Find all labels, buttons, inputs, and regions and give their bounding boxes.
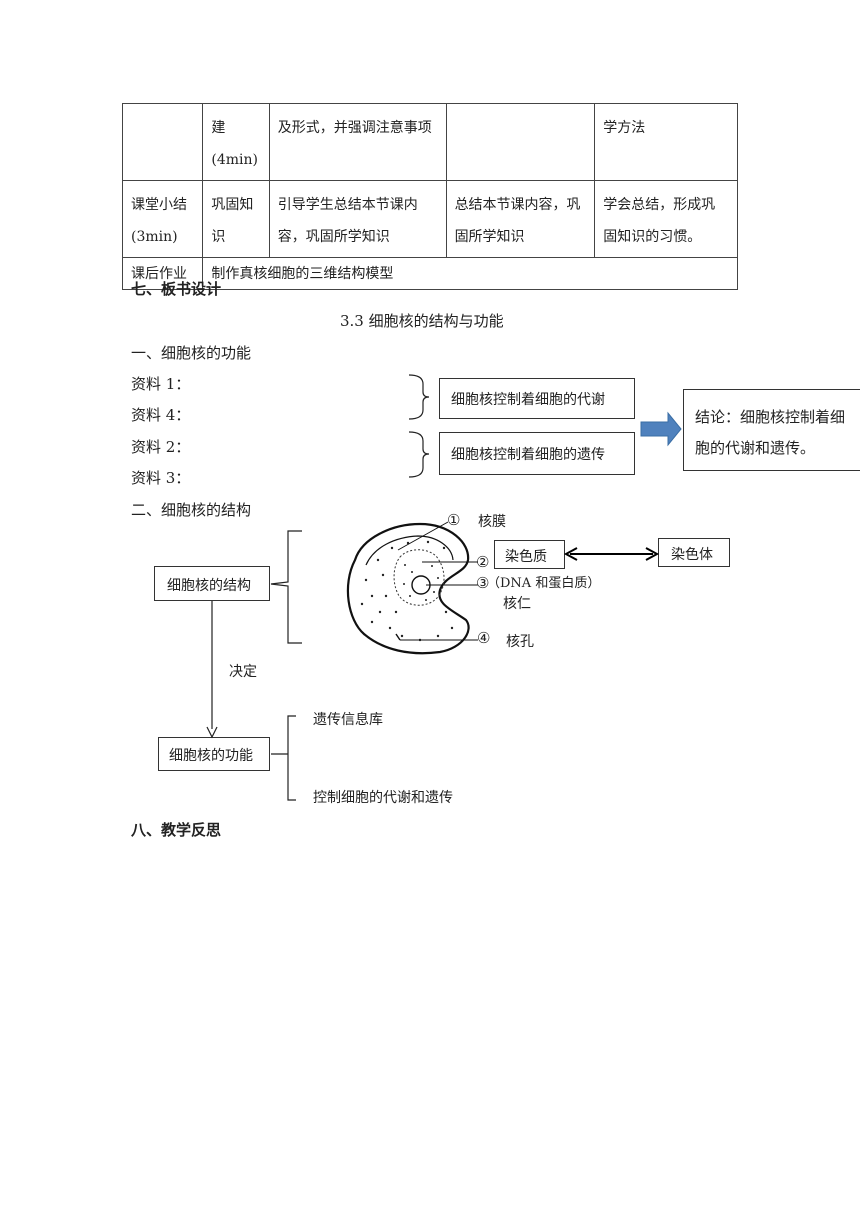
box-metabolism: 细胞核控制着细胞的代谢 (439, 378, 635, 419)
box-metabolism-text: 细胞核控制着细胞的代谢 (451, 392, 605, 408)
nucleus-illustration (346, 521, 478, 655)
table-cell (445, 103, 596, 181)
brace-lower (408, 431, 430, 478)
brace-structure (270, 530, 302, 644)
function-box: 细胞核的功能 (158, 737, 270, 771)
table-cell: 引导学生总结本节课内容，巩固所学知识 (268, 180, 447, 258)
decides-arrowhead-icon (206, 726, 218, 739)
chromatin-box: 染色质 (494, 540, 565, 569)
label-nucleolus: 核仁 (503, 596, 531, 612)
label-number-1: ① (447, 511, 461, 529)
decides-label: 决定 (229, 664, 257, 680)
function-box-text: 细胞核的功能 (169, 748, 253, 764)
function-item: 控制细胞的代谢和遗传 (313, 790, 453, 806)
table-cell: 学方法 (594, 103, 738, 181)
box-heredity: 细胞核控制着细胞的遗传 (439, 432, 635, 475)
subheading-function: 一、细胞核的功能 (131, 344, 252, 362)
chromosome-box: 染色体 (658, 538, 730, 567)
function-item: 遗传信息库 (313, 712, 383, 728)
structure-box: 细胞核的结构 (154, 566, 270, 601)
table-cell (121, 103, 204, 181)
table-row: 课堂小结(3min) 巩固知识 引导学生总结本节课内容，巩固所学知识 总结本节课… (121, 180, 738, 258)
table-cell: 课后作业 (121, 257, 204, 290)
structure-box-text: 细胞核的结构 (167, 578, 251, 594)
subheading-structure: 二、细胞核的结构 (131, 501, 252, 519)
material-item: 资料 3： (131, 469, 191, 487)
table-row: 建(4min) 及形式，并强调注意事项 学方法 (121, 103, 738, 181)
table-cell: 课堂小结(3min) (121, 180, 204, 258)
material-item: 资料 1： (131, 375, 191, 393)
box-heredity-text: 细胞核控制着细胞的遗传 (451, 447, 605, 463)
board-title: 3.3 细胞核的结构与功能 (340, 312, 504, 330)
double-arrow-left-icon (563, 547, 578, 561)
table-cell: 巩固知识 (202, 180, 270, 258)
label-pore: 核孔 (506, 634, 534, 650)
table-row: 课后作业 制作真核细胞的三维结构模型 (121, 257, 738, 290)
section-heading-7: 七、板书设计 (131, 280, 222, 298)
material-item: 资料 4： (131, 406, 191, 424)
section-heading-8: 八、教学反思 (131, 821, 222, 839)
lesson-table: 建(4min) 及形式，并强调注意事项 学方法 课堂小结(3min) 巩固知识 … (121, 103, 738, 290)
double-arrow-right-icon (645, 547, 660, 561)
conclusion-line-2: 胞的代谢和遗传。 (695, 439, 816, 457)
material-item: 资料 2： (131, 438, 191, 456)
table-cell: 制作真核细胞的三维结构模型 (202, 257, 738, 290)
label-membrane: 核膜 (478, 514, 506, 530)
brace-function (271, 715, 296, 801)
brace-upper (408, 374, 430, 420)
label-number-3: ③ (476, 574, 490, 592)
table-cell: 学会总结，形成巩固知识的习惯。 (594, 180, 738, 258)
label-number-2: ② (476, 553, 490, 571)
label-number-4: ④ (477, 629, 491, 647)
label-chromosome: 染色体 (671, 547, 713, 563)
conclusion-line-1: 结论：细胞核控制着细 (695, 408, 846, 426)
conclusion-box: 结论：细胞核控制着细 胞的代谢和遗传。 (683, 389, 860, 471)
label-chromatin: 染色质 (505, 549, 547, 565)
arrow-right-icon (640, 411, 682, 447)
table-cell: 总结本节课内容，巩固所学知识 (445, 180, 596, 258)
table-cell: 及形式，并强调注意事项 (268, 103, 447, 181)
label-dna-protein: （DNA 和蛋白质） (487, 576, 601, 591)
